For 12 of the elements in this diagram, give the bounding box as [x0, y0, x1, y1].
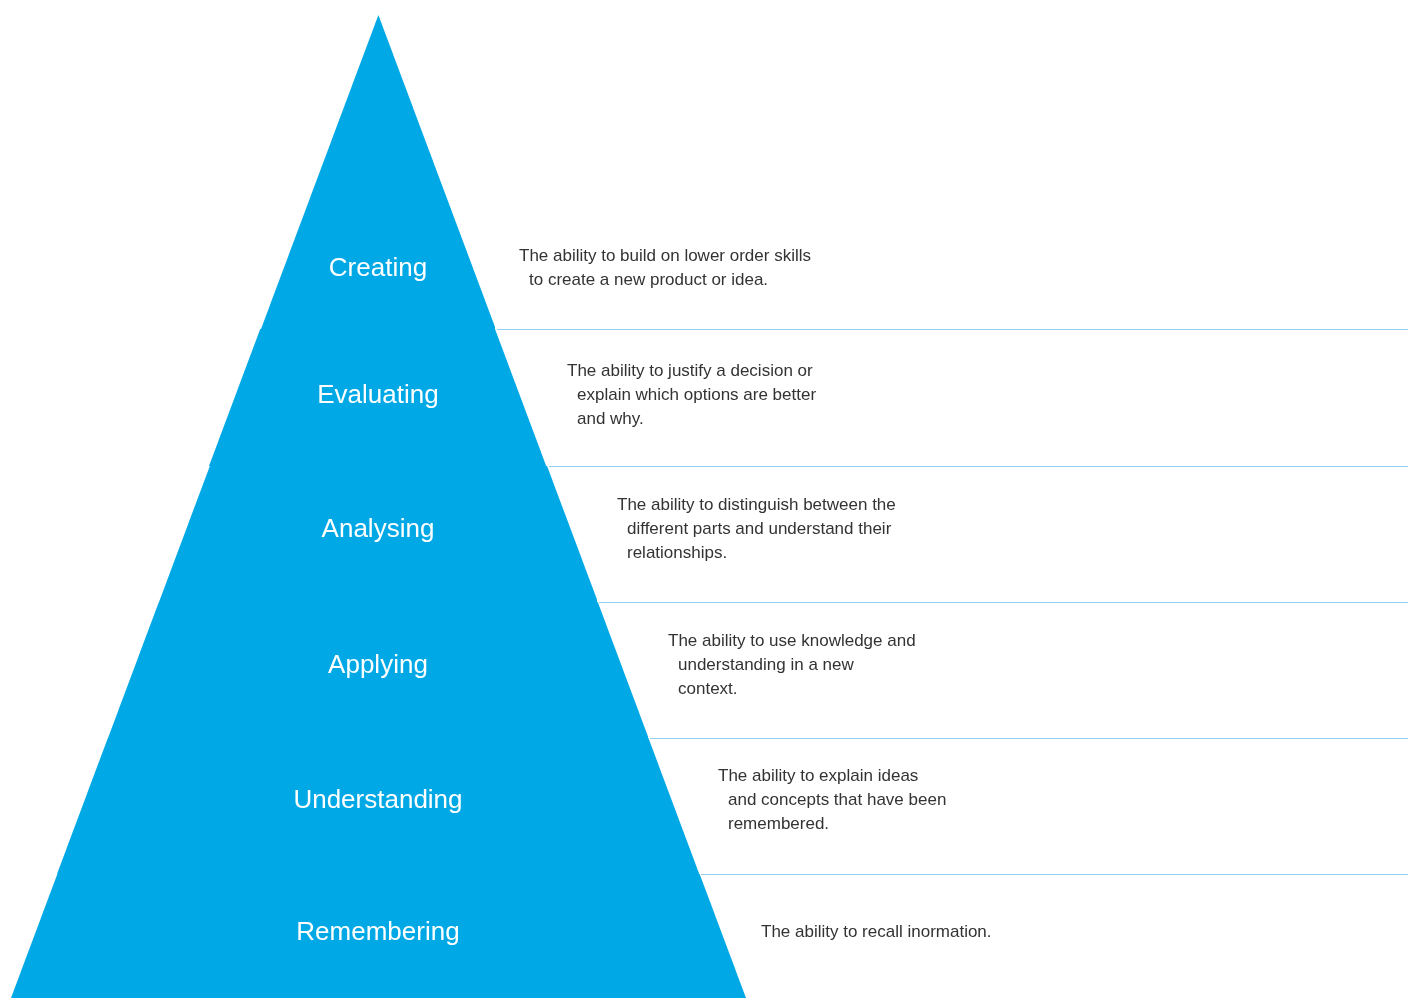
level-label: Applying	[327, 649, 429, 680]
description-text: The ability to justify a decision or explain which options are better and why.	[567, 360, 818, 430]
description-text: The ability to use knowledge and understanding in a new context.	[668, 630, 917, 700]
level-label: Understanding	[292, 784, 464, 815]
level-label: Remembering	[295, 916, 461, 947]
level-label: Creating	[327, 252, 429, 283]
level-label: Analysing	[320, 513, 436, 544]
description-text: The ability to recall inormation.	[761, 921, 993, 943]
description-text: The ability to build on lower order skills to create a new product or idea.	[519, 245, 812, 291]
level-label: Evaluating	[316, 379, 440, 410]
description-text: The ability to distinguish between the different parts and understand their relationships.	[617, 494, 897, 564]
description-text: The ability to explain ideas and concepts that have been remembered.	[718, 765, 948, 835]
